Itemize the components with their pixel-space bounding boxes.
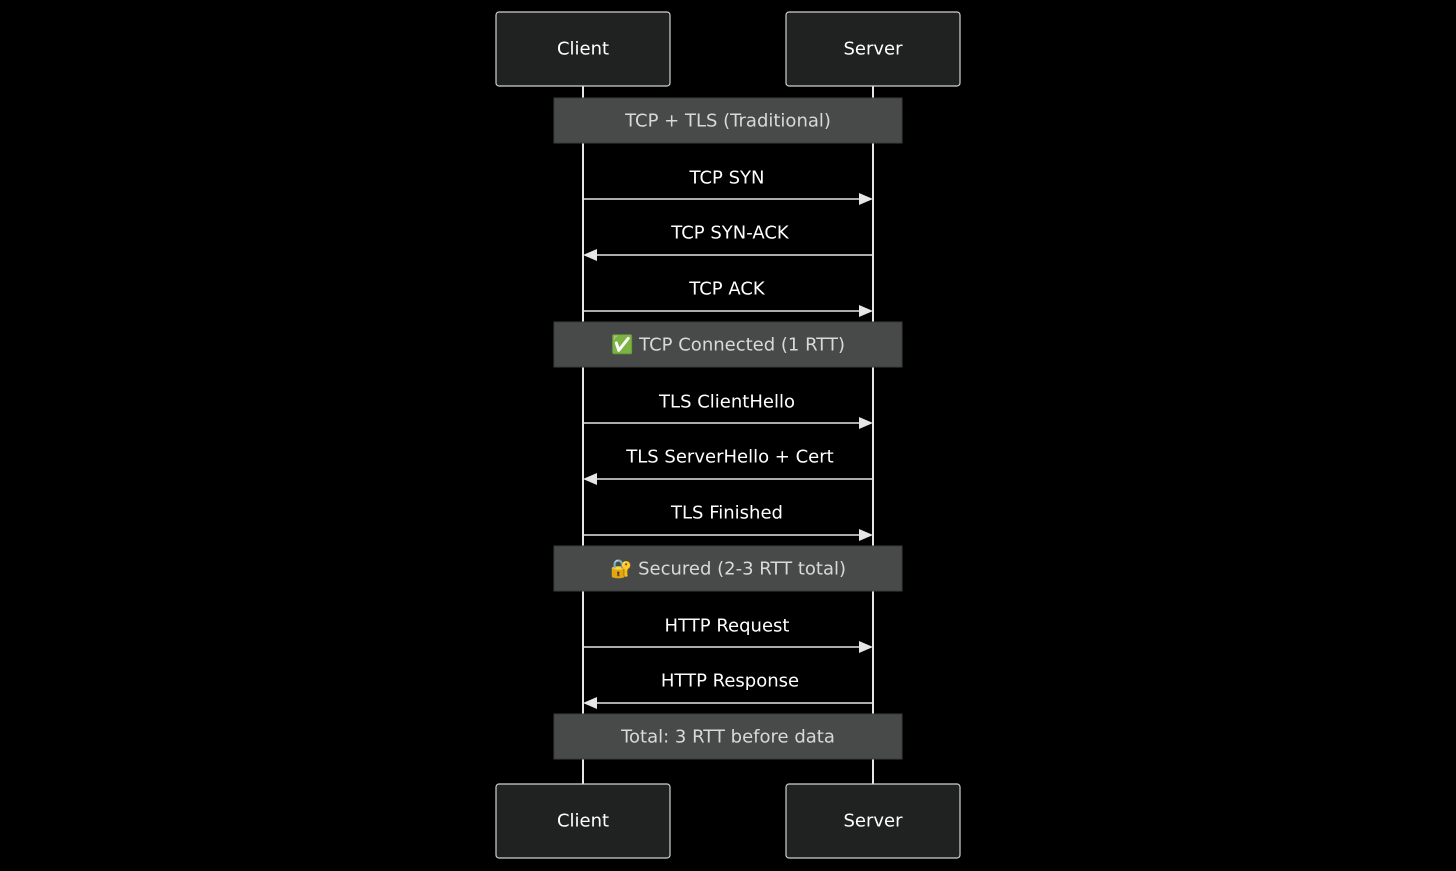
actor-server-top-label: Server bbox=[843, 39, 903, 60]
message-tcp-syn: TCP SYN bbox=[583, 168, 873, 205]
actor-client-bottom: Client bbox=[495, 783, 671, 859]
message-tcp-syn-ack: TCP SYN-ACK bbox=[583, 223, 873, 261]
note-tcp-tls-traditional-text: TCP + TLS (Traditional) bbox=[624, 111, 831, 132]
message-http-response-label: HTTP Response bbox=[661, 671, 799, 692]
message-tcp-ack-label: TCP ACK bbox=[688, 279, 766, 300]
message-http-response: HTTP Response bbox=[583, 671, 873, 709]
note-secured-text: 🔐 Secured (2-3 RTT total) bbox=[610, 559, 846, 580]
arrow-head-left bbox=[583, 473, 597, 485]
note-total: Total: 3 RTT before data bbox=[553, 713, 903, 760]
message-tls-serverhello-cert: TLS ServerHello + Cert bbox=[583, 447, 873, 485]
note-tcp-connected-text: ✅ TCP Connected (1 RTT) bbox=[611, 334, 845, 356]
arrow-head-left bbox=[583, 697, 597, 709]
actor-server-bottom: Server bbox=[785, 783, 961, 859]
arrow-head-right bbox=[859, 417, 873, 429]
note-tcp-tls-traditional: TCP + TLS (Traditional) bbox=[553, 97, 903, 144]
actor-server-bottom-label: Server bbox=[843, 811, 903, 832]
actor-client-bottom-label: Client bbox=[557, 811, 609, 832]
arrow-head-right bbox=[859, 529, 873, 541]
message-tls-serverhello-cert-label: TLS ServerHello + Cert bbox=[625, 447, 833, 468]
arrow-head-right bbox=[859, 641, 873, 653]
message-tcp-syn-ack-label: TCP SYN-ACK bbox=[670, 223, 790, 244]
arrow-head-right bbox=[859, 193, 873, 205]
actor-server-top: Server bbox=[785, 11, 961, 87]
note-total-text: Total: 3 RTT before data bbox=[620, 727, 835, 748]
arrow-head-left bbox=[583, 249, 597, 261]
note-tcp-connected: ✅ TCP Connected (1 RTT) bbox=[553, 321, 903, 368]
actor-client-top-label: Client bbox=[557, 39, 609, 60]
message-http-request: HTTP Request bbox=[583, 616, 873, 653]
message-tls-clienthello: TLS ClientHello bbox=[583, 392, 873, 429]
message-tcp-ack: TCP ACK bbox=[583, 279, 873, 317]
arrow-head-right bbox=[859, 305, 873, 317]
message-tls-finished: TLS Finished bbox=[583, 503, 873, 541]
message-http-request-label: HTTP Request bbox=[665, 616, 790, 637]
message-tls-finished-label: TLS Finished bbox=[670, 503, 783, 524]
actor-client-top: Client bbox=[495, 11, 671, 87]
note-secured: 🔐 Secured (2-3 RTT total) bbox=[553, 545, 903, 592]
message-tcp-syn-label: TCP SYN bbox=[689, 168, 765, 189]
message-tls-clienthello-label: TLS ClientHello bbox=[658, 392, 795, 413]
